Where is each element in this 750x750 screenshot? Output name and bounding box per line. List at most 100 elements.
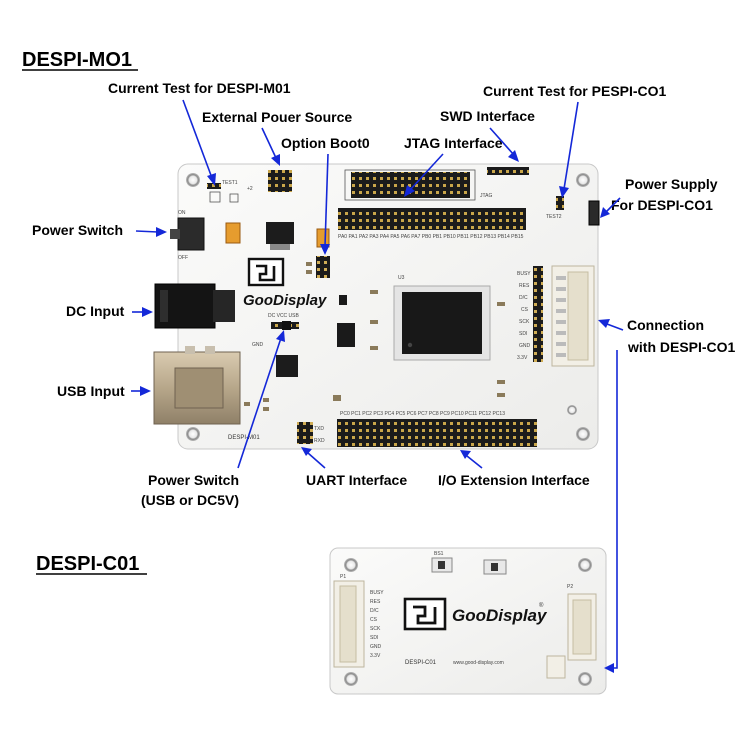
selector-jumper-cap[interactable] [282, 321, 291, 330]
connector-pins [556, 276, 566, 357]
swd-header [487, 167, 529, 175]
sub-logo: GooDisplay ® [403, 597, 548, 631]
arrow-route-to-sub-board [613, 350, 618, 669]
arrow-swd-interface [489, 127, 515, 156]
arrowhead [140, 386, 151, 396]
arrow-uart [307, 452, 326, 469]
label-io-extension: I/O Extension Interface [438, 472, 590, 488]
pin-label: CS [521, 307, 529, 313]
arrowhead [404, 185, 415, 197]
sub-pin-labels: BUSY RES D/C CS SCK SDI GND 3.3V [370, 590, 384, 659]
dc-jack-rear [213, 290, 235, 322]
mount-hole [578, 672, 592, 686]
silk-gnd: GND [252, 342, 264, 348]
arrowhead [207, 173, 216, 186]
mount-hole [344, 672, 358, 686]
mcu-chip [402, 292, 482, 354]
external-power-header [268, 170, 292, 192]
arrowhead [142, 307, 153, 317]
arrow-external-power [261, 127, 277, 159]
arrow-power-switch-usb [237, 337, 282, 469]
label-connection-1: Connection [627, 317, 704, 333]
sub-pin-label: SDI [370, 635, 378, 641]
top-header-silk: PA0 PA1 PA2 PA3 PA4 PA5 PA6 PA7 PB0 PB1 … [338, 234, 524, 240]
power-switch-lever[interactable] [170, 229, 180, 239]
pin-label: 3.3V [517, 355, 528, 361]
sub-logo-registered: ® [539, 602, 544, 609]
small-ic [337, 323, 355, 347]
pin-label: GND [519, 343, 531, 349]
label-external-power: External Pouer Source [202, 109, 352, 125]
sub-logo-text: GooDisplay [452, 606, 548, 625]
arrow-power-supply [605, 197, 621, 213]
sub-ffc-slot [572, 599, 592, 655]
mount-hole [186, 427, 200, 441]
mount-hole [576, 173, 590, 187]
sub-website: www.good-display.com [453, 660, 504, 666]
silk-test1: TEST1 [222, 180, 238, 186]
silk-sub-p2: P2 [567, 584, 573, 590]
sub-board-name: DESPI-C01 [405, 660, 437, 666]
regulator-chip [266, 222, 294, 244]
main-board-title: DESPI-MO1 [22, 49, 132, 71]
label-connection-2: with DESPI-CO1 [627, 339, 736, 355]
mount-hole [578, 558, 592, 572]
label-swd-interface: SWD Interface [440, 108, 535, 124]
silk-test2: TEST2 [546, 214, 562, 220]
label-power-supply-1: Power Supply [625, 176, 718, 192]
pin-label: RES [519, 283, 530, 289]
silk-u3: U3 [398, 275, 405, 281]
label-power-switch: Power Switch [32, 222, 123, 238]
silk-off: OFF [178, 255, 188, 261]
power-switch-body [177, 217, 205, 251]
crystal [339, 295, 347, 305]
mount-hole [344, 558, 358, 572]
regulator-tab [270, 244, 290, 250]
dc-jack-front [160, 290, 168, 322]
tantalum-cap [225, 222, 241, 244]
label-dc-input: DC Input [66, 303, 125, 319]
sub-pin-label: GND [370, 644, 382, 650]
label-jtag-interface: JTAG Interface [404, 135, 503, 151]
power-supply-jumper[interactable] [588, 200, 600, 226]
pin-label: SDI [519, 331, 527, 337]
mount-hole [567, 405, 577, 415]
main-pcb: JTAG +2 TEST1 TEST2 PA0 PA1 PA2 PA3 PA4 … [153, 163, 600, 450]
io-header-silk: PC0 PC1 PC2 PC3 PC4 PC5 PC6 PC7 PC8 PC9 … [340, 411, 505, 417]
pin-label: SCK [519, 319, 530, 325]
silk-board-name: DESPI-M01 [228, 435, 260, 441]
arrowhead [559, 186, 569, 198]
right-pin-header [533, 266, 543, 362]
silk-jtag: JTAG [480, 193, 493, 199]
right-header-silk: BUSY RES D/C CS SCK SDI GND 3.3V [517, 271, 531, 361]
arrowhead [604, 663, 614, 673]
sub-left-slot [339, 585, 357, 663]
sub-pin-label: D/C [370, 608, 379, 614]
arrow-jtag-interface [409, 153, 444, 191]
chip-u2 [276, 355, 298, 377]
sub-board-title: DESPI-C01 [36, 553, 139, 575]
uart-header [297, 422, 313, 444]
bs-switch-knob [438, 561, 445, 569]
arrow-io-extension [466, 455, 483, 469]
pin-label: BUSY [517, 271, 531, 277]
pin-label: D/C [519, 295, 528, 301]
connector-slot [567, 271, 589, 361]
sub-pin-label: SCK [370, 626, 381, 632]
label-option-boot0: Option Boot0 [281, 135, 370, 151]
silk-on: ON [178, 210, 186, 216]
io-extension-header [337, 419, 537, 447]
label-power-switch-usb-2: (USB or DC5V) [141, 492, 239, 508]
main-logo-text: GooDisplay [243, 292, 327, 309]
sub-pin-label: 3.3V [370, 653, 381, 659]
annotation-arrows [131, 99, 624, 673]
test2-jumper [556, 196, 564, 210]
arrow-power-switch [135, 230, 159, 233]
jtag-header [351, 172, 470, 198]
test1-jumper [207, 183, 221, 189]
usb-tab [205, 346, 215, 354]
arrowhead [320, 244, 330, 255]
label-usb-input: USB Input [57, 383, 125, 399]
mount-hole [576, 427, 590, 441]
